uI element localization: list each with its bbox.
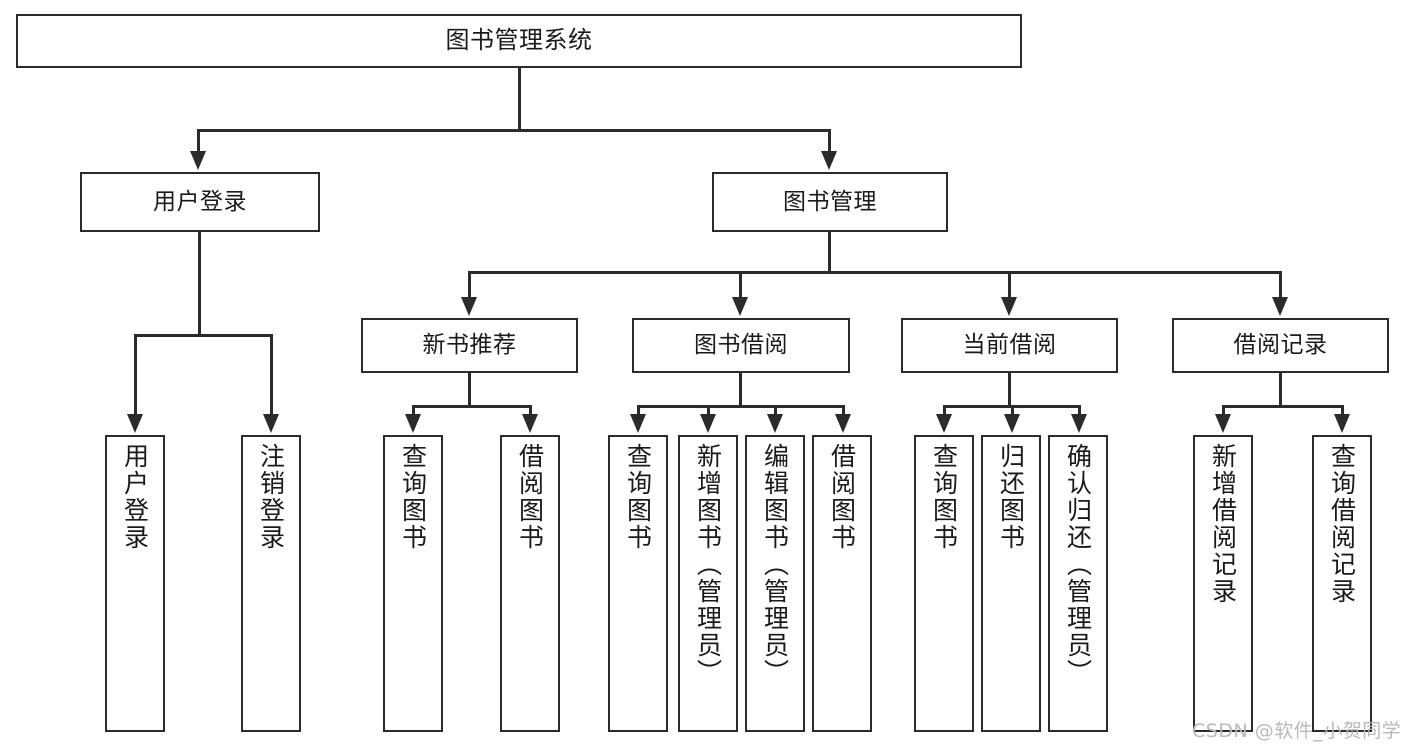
arrowhead-leaf-logout [263,414,279,433]
node-label: 借阅记录 [1233,332,1328,359]
arrowhead-new-book [461,297,477,316]
node-label: 新增借阅记录 [1208,443,1238,605]
node-new-book-recommend[interactable]: 新书推荐 [361,318,578,373]
edge-level1-bus [197,129,831,132]
leaf-bb-borrow-book[interactable]: 借阅图书 [812,435,872,732]
watermark-text: CSDN @软件_小贺同学 [1192,720,1402,742]
edge-drop-leaf-logout [270,334,273,418]
node-label: 查询图书 [623,443,653,551]
edge-drop-br-query [1341,405,1344,419]
node-label: 查询借阅记录 [1327,443,1357,605]
edge-borrow-record-stem [1279,373,1282,407]
node-label: 确认归还（管理员） [1063,443,1093,686]
node-label: 图书管理 [783,188,877,215]
leaf-br-query-record[interactable]: 查询借阅记录 [1312,435,1372,732]
edge-drop-book-borrow [739,271,742,301]
node-label: 图书借阅 [694,332,788,359]
arrowhead-br-query [1334,414,1350,433]
edge-drop-nb-query [412,405,415,419]
edge-drop-new-book [468,271,471,301]
edge-drop-cb-return [1011,405,1014,419]
node-label: 当前借阅 [962,332,1057,359]
edge-new-book-bus [412,405,532,408]
leaf-user-login[interactable]: 用户登录 [105,435,165,732]
edge-drop-leaf-user-login [134,334,137,418]
arrowhead-bb-query [630,414,646,433]
node-label: 用户登录 [153,188,247,215]
leaf-bb-add-book-admin[interactable]: 新增图书（管理员） [678,435,738,732]
node-label: 用户登录 [120,443,150,551]
edge-new-book-stem [468,373,471,407]
edge-drop-bb-edit [774,405,777,419]
edge-user-login-bus [134,334,272,337]
arrowhead-bb-add [700,414,716,433]
edge-level3-bus [468,271,1282,274]
edge-drop-user-login [197,129,200,155]
arrowhead-bb-edit [767,414,783,433]
leaf-logout[interactable]: 注销登录 [241,435,301,732]
arrowhead-cb-return [1004,414,1020,433]
edge-user-login-stem [198,232,201,336]
node-book-management[interactable]: 图书管理 [712,172,948,232]
leaf-bb-edit-book-admin[interactable]: 编辑图书（管理员） [745,435,805,732]
arrowhead-book-management [821,151,837,170]
edge-drop-current-borrow [1008,271,1011,301]
arrowhead-borrow-record [1272,297,1288,316]
node-label: 归还图书 [996,443,1026,551]
node-label: 新增图书（管理员） [693,443,723,686]
edge-drop-bb-borrow [842,405,845,419]
arrowhead-br-add [1215,414,1231,433]
edge-drop-cb-confirm [1078,405,1081,419]
edge-drop-nb-borrow [529,405,532,419]
node-label: 图书管理系统 [445,26,593,55]
edge-borrow-record-bus [1222,405,1344,408]
arrowhead-cb-query [936,414,952,433]
node-user-login[interactable]: 用户登录 [80,172,320,232]
arrowhead-nb-borrow [522,414,538,433]
edge-drop-br-add [1222,405,1225,419]
leaf-cb-return-book[interactable]: 归还图书 [981,435,1041,732]
leaf-cb-query-book[interactable]: 查询图书 [914,435,974,732]
node-label: 借阅图书 [515,443,545,551]
arrowhead-leaf-user-login [127,414,143,433]
node-root-book-management-system[interactable]: 图书管理系统 [16,14,1022,68]
edge-book-borrow-stem [739,373,742,407]
leaf-nb-borrow-book[interactable]: 借阅图书 [500,435,560,732]
edge-root-stem [518,68,521,130]
arrowhead-nb-query [405,414,421,433]
node-label: 查询图书 [929,443,959,551]
arrowhead-current-borrow [1001,297,1017,316]
edge-drop-book-management [828,129,831,155]
node-current-borrow[interactable]: 当前借阅 [901,318,1118,373]
node-label: 借阅图书 [827,443,857,551]
node-label: 查询图书 [398,443,428,551]
edge-drop-bb-add [707,405,710,419]
edge-book-management-stem [828,232,831,274]
edge-drop-cb-query [943,405,946,419]
leaf-nb-query-book[interactable]: 查询图书 [383,435,443,732]
edge-current-borrow-stem [1008,373,1011,407]
edge-drop-borrow-record [1279,271,1282,301]
node-label: 编辑图书（管理员） [760,443,790,686]
node-borrow-record[interactable]: 借阅记录 [1172,318,1389,373]
arrowhead-cb-confirm [1071,414,1087,433]
arrowhead-bb-borrow [835,414,851,433]
node-label: 新书推荐 [422,332,517,359]
leaf-bb-query-book[interactable]: 查询图书 [608,435,668,732]
arrowhead-user-login [190,151,206,170]
node-label: 注销登录 [256,443,286,551]
edge-drop-bb-query [637,405,640,419]
leaf-br-add-record[interactable]: 新增借阅记录 [1193,435,1253,732]
arrowhead-book-borrow [732,297,748,316]
edge-book-borrow-bus [637,405,845,408]
node-book-borrow[interactable]: 图书借阅 [632,318,850,373]
leaf-cb-confirm-return-admin[interactable]: 确认归还（管理员） [1048,435,1108,732]
